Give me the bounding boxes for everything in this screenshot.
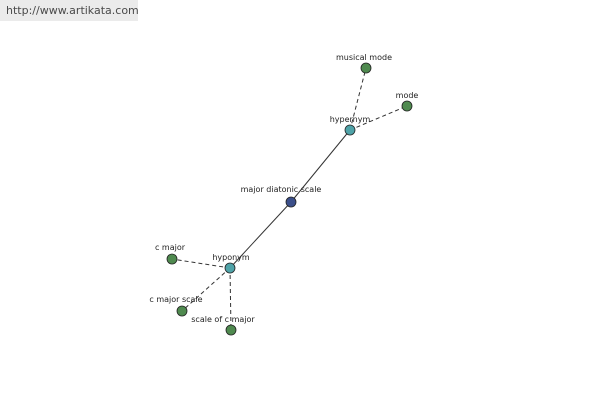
center-label: major diatonic scale bbox=[241, 185, 322, 194]
edge-hypernym-mode bbox=[349, 105, 408, 131]
c-major-node[interactable] bbox=[166, 253, 178, 265]
edge-hyponym-c-major bbox=[171, 258, 231, 269]
edge-hyponym-scale-of-c-major bbox=[229, 267, 232, 331]
hyponym-label: hyponym bbox=[212, 253, 250, 262]
hypernym-node[interactable] bbox=[344, 124, 356, 136]
center-node[interactable] bbox=[285, 196, 297, 208]
scale-of-c-major-label: scale of c major bbox=[191, 315, 255, 324]
hypernym-label: hypernym bbox=[330, 115, 371, 124]
scale-of-c-major-node[interactable] bbox=[225, 324, 237, 336]
site-url-watermark: http://www.artikata.com bbox=[0, 0, 139, 21]
labels: major diatonic scale hypernym hyponym mu… bbox=[149, 53, 418, 324]
mode-node[interactable] bbox=[401, 100, 413, 112]
c-major-scale-node[interactable] bbox=[176, 305, 188, 317]
nodes bbox=[166, 62, 413, 336]
edge-hypernym-musical-mode bbox=[349, 67, 367, 131]
c-major-scale-label: c major scale bbox=[149, 295, 202, 304]
c-major-label: c major bbox=[155, 243, 186, 252]
hyponym-node[interactable] bbox=[224, 262, 236, 274]
edge-hyponym-c-major-scale bbox=[181, 267, 231, 312]
edge-center-hyponym bbox=[229, 201, 292, 269]
edges bbox=[171, 67, 408, 331]
mode-label: mode bbox=[396, 91, 419, 100]
musical-mode-node[interactable] bbox=[360, 62, 372, 74]
edge-center-hypernym bbox=[290, 129, 351, 203]
musical-mode-label: musical mode bbox=[336, 53, 392, 62]
